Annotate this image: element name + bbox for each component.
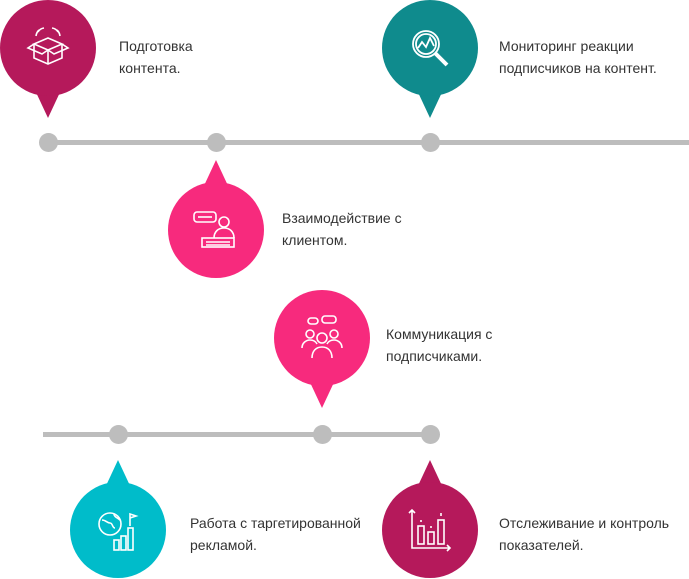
- globe-growth-icon: [98, 512, 139, 551]
- timeline-dot: [207, 133, 226, 152]
- step-pin-targeted-ads: [70, 460, 166, 578]
- open-box-icon: [26, 27, 70, 65]
- group-chat-icon: [301, 315, 343, 359]
- timeline-dot: [39, 133, 58, 152]
- step-pin-content-prep: [0, 0, 96, 118]
- timeline-dot: [421, 425, 440, 444]
- step-pin-communication: [274, 290, 370, 408]
- step-pin-monitoring: [382, 0, 478, 118]
- magnifier-chart-icon: [412, 30, 449, 67]
- support-operator-icon: [193, 211, 235, 248]
- timeline-dot: [313, 425, 332, 444]
- bar-chart-icon: [408, 508, 452, 552]
- timeline-dot: [109, 425, 128, 444]
- timeline-top: [40, 140, 689, 145]
- timeline-dot: [421, 133, 440, 152]
- step-pin-metrics-tracking: [382, 460, 478, 578]
- timeline-bottom: [43, 432, 433, 437]
- step-pin-client-interaction: [168, 160, 264, 278]
